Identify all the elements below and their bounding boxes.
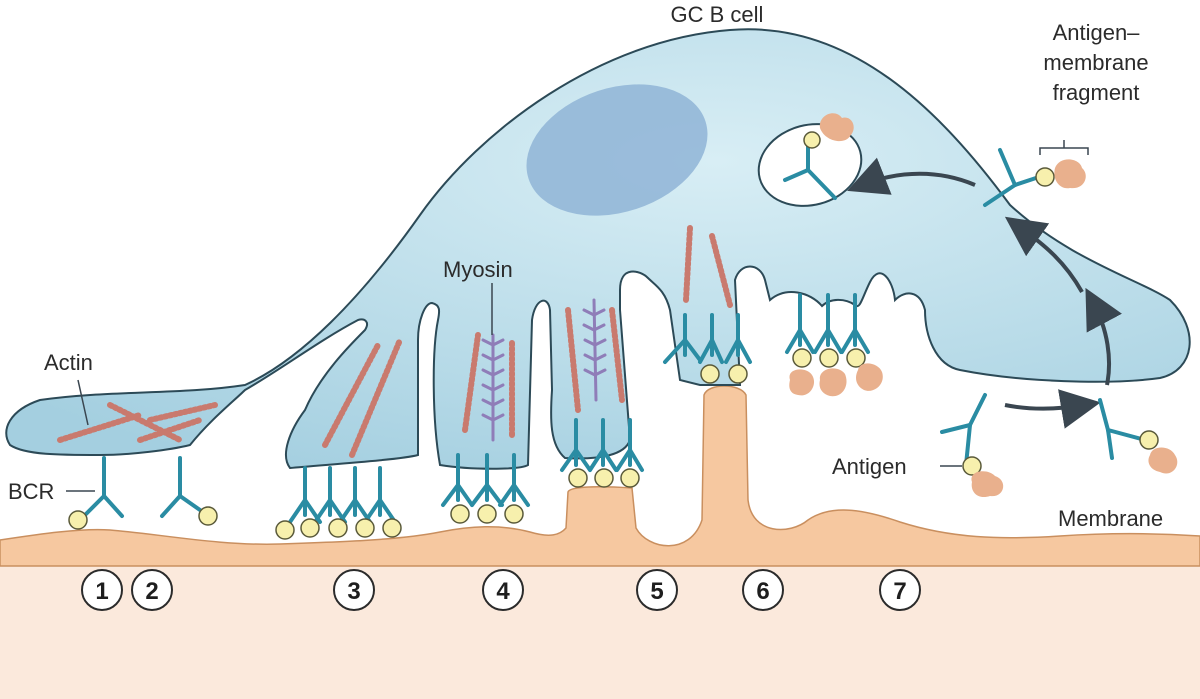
- step-number-3: 3: [347, 578, 360, 605]
- antigen-membrane-fragment: [1054, 159, 1086, 189]
- step-number-4: 4: [496, 578, 510, 605]
- myosin-filament-step4: [481, 333, 505, 442]
- surface-antigen-top-right: [1035, 167, 1055, 187]
- antigens-step4: [450, 504, 524, 524]
- actin-filaments-step4: [462, 332, 515, 438]
- myosin-label: Myosin: [443, 257, 513, 282]
- step-badge-6: 6: [742, 569, 784, 611]
- bcr-cluster-step3: [288, 466, 397, 524]
- bcr-lower-right-a: [940, 393, 987, 467]
- actin-filaments-step6: [683, 225, 733, 308]
- extracted-fragments-step7: [789, 363, 883, 397]
- bcr-cluster-step7: [785, 293, 870, 354]
- internalized-bcr: [783, 143, 837, 200]
- myosin-filament-step5: [582, 298, 607, 402]
- step-badge-5: 5: [636, 569, 678, 611]
- step-number-6: 6: [756, 578, 769, 605]
- fragment-bracket: [1039, 147, 1089, 155]
- antigen-label: Antigen: [832, 454, 907, 479]
- step-badge-7: 7: [879, 569, 921, 611]
- internalized-antigen: [803, 131, 821, 149]
- step-number-7: 7: [893, 578, 906, 605]
- step-badge-4: 4: [482, 569, 524, 611]
- step-badge-2: 2: [131, 569, 173, 611]
- step-number-5: 5: [650, 578, 663, 605]
- step-badge-1: 1: [81, 569, 123, 611]
- cell-label: GC B cell: [671, 2, 764, 27]
- fragment-label-line3: fragment: [1053, 80, 1140, 105]
- bcr-cluster-step4: [441, 453, 530, 507]
- target-membrane: [0, 385, 1200, 567]
- bcr-step1: [82, 456, 202, 518]
- nucleus: [526, 84, 708, 216]
- actin-filaments-step3: [322, 337, 403, 458]
- actin-label: Actin: [44, 350, 93, 375]
- substrate: [0, 560, 1200, 699]
- antigens-step3: [275, 518, 402, 540]
- antigens-step5: [568, 468, 640, 488]
- bcr-cluster-step6: [663, 313, 752, 364]
- antigen-lower-right-b: [1139, 430, 1159, 450]
- actin-filaments-step5: [565, 307, 625, 413]
- arrow-up-right-upper: [1004, 216, 1084, 293]
- bcr-lower-right-b: [1098, 398, 1147, 460]
- arrow-up-right-lower: [1085, 287, 1122, 386]
- fragment-label-line1: Antigen–: [1053, 20, 1141, 45]
- antigen-step1: [68, 510, 88, 530]
- step-number-2: 2: [145, 578, 158, 605]
- arrow-along-bottom: [1004, 389, 1101, 429]
- antigen-step2: [198, 506, 218, 526]
- step-badge-3: 3: [333, 569, 375, 611]
- arrow-into-vesicle: [847, 157, 976, 195]
- gc-b-cell-body: [5, 28, 1191, 470]
- bcr-cluster-step5: [560, 418, 644, 472]
- antigen-blob-lower-right-a: [971, 471, 1004, 498]
- internalized-fragment: [819, 113, 854, 142]
- fragment-label-line2: membrane: [1043, 50, 1148, 75]
- step-number-1: 1: [95, 578, 108, 605]
- actin-mesh-step1: [57, 402, 218, 443]
- actin-leader-line: [77, 379, 89, 426]
- antigens-step6: [700, 364, 748, 384]
- membrane-label: Membrane: [1058, 506, 1163, 531]
- bcr-label: BCR: [8, 479, 54, 504]
- antigen-blob-lower-right-b: [1148, 447, 1178, 474]
- antigens-step7: [792, 348, 866, 368]
- antigen-lower-right-a: [962, 456, 982, 476]
